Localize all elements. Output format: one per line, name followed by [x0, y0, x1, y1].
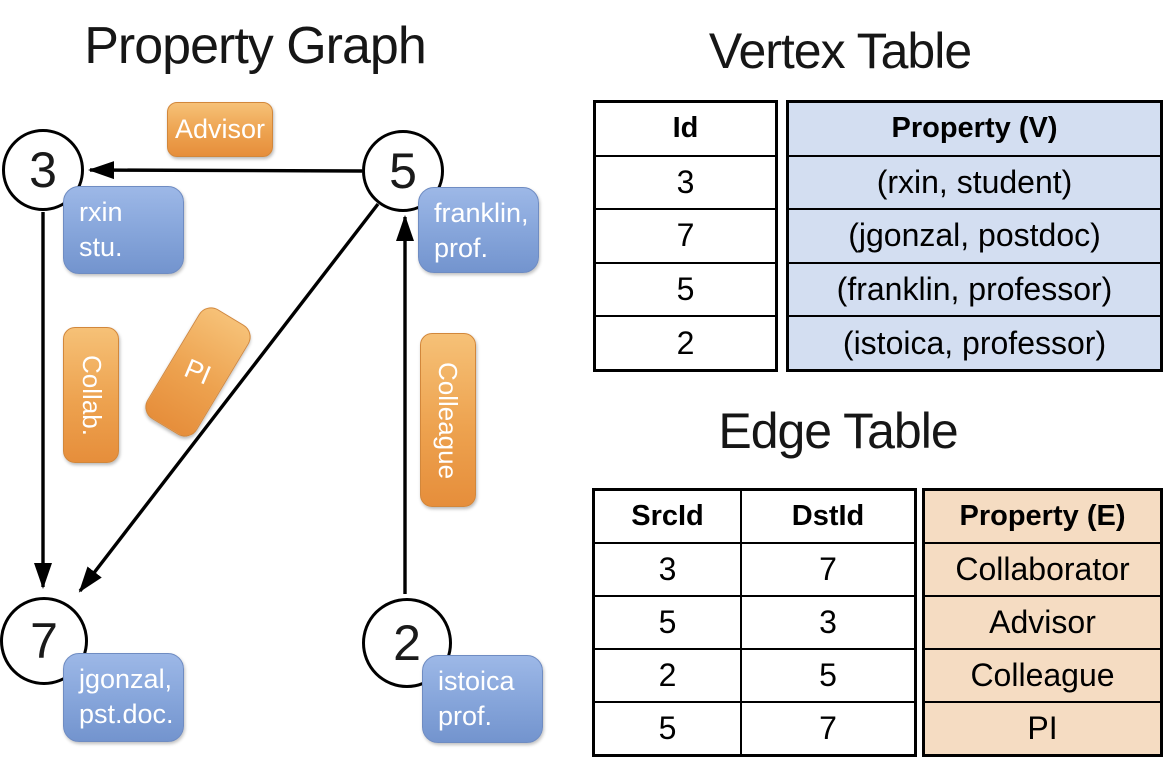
vertex-label-istoica: istoica prof. [422, 655, 543, 743]
edge-table-cell-dstid: 7 [740, 544, 914, 595]
vertex-table-cell-id: 5 [596, 261, 775, 316]
vertex-table-title: Vertex Table [708, 23, 972, 79]
edge-table-header-property: Property (E) [925, 491, 1160, 542]
node-id: 3 [29, 142, 57, 198]
vertex-table-property-column: Property (V) (rxin, student) (jgonzal, p… [786, 100, 1163, 372]
vertex-table-cell-id: 7 [596, 208, 775, 262]
node-id: 7 [30, 613, 58, 669]
vertex-label-jgonzal: jgonzal, pst.doc. [63, 653, 184, 742]
vertex-label-line: prof. [438, 701, 493, 731]
vertex-table-cell-property: (jgonzal, postdoc) [789, 208, 1160, 262]
vertex-table-cell-id: 2 [596, 315, 775, 369]
edge-table-row: 2 5 [595, 648, 914, 701]
vertex-table-cell-property: (rxin, student) [789, 154, 1160, 209]
graph-edges-layer [34, 161, 414, 594]
edge-table-cell-srcid: 5 [658, 710, 677, 746]
edge-table-row: 5 7 [595, 701, 914, 754]
edge-table-row: 3 7 [595, 542, 914, 595]
edge-table-title: Edge Table [718, 403, 958, 459]
edge-table-header-srcid: SrcId [631, 500, 704, 532]
vertex-label-line: pst.doc. [79, 699, 174, 729]
vertex-label-line: franklin, [434, 198, 529, 228]
edge-table-cell-srcid: 2 [658, 657, 677, 693]
graph-node-2: 2 [362, 598, 452, 688]
vertex-label-rxin: rxin stu. [63, 186, 184, 274]
vertex-label-line: istoica [438, 666, 515, 696]
node-id: 2 [393, 615, 421, 671]
vertex-label-franklin: franklin, prof. [418, 187, 539, 273]
edge-table-cell-property: Colleague [925, 648, 1160, 701]
edge-label-text: PI [180, 352, 216, 391]
edge-advisor-arrow [88, 161, 363, 180]
edge-table-cell-property: PI [925, 701, 1160, 754]
vertex-table-cell-id: 3 [596, 154, 775, 209]
edge-table-header-dstid: DstId [740, 491, 914, 542]
edge-pi-arrow [78, 202, 380, 593]
edge-label-text: Colleague [433, 361, 464, 479]
edge-table-cell-dstid: 3 [740, 597, 914, 648]
edge-table-cell-property: Collaborator [925, 542, 1160, 595]
edge-label-colleague: Colleague [420, 333, 476, 507]
vertex-table-cell-property: (franklin, professor) [789, 261, 1160, 316]
edge-table-cell-srcid: 5 [658, 604, 677, 640]
edge-table-header-row: SrcId DstId [595, 491, 914, 542]
vertex-table-id-column: Id 3 7 5 2 [593, 100, 778, 372]
edge-table-id-columns: SrcId DstId 3 7 5 3 2 5 5 7 [592, 488, 917, 757]
graph-node-5: 5 [362, 130, 444, 212]
edge-label-text: Advisor [174, 114, 266, 144]
edge-table-cell-dstid: 7 [740, 703, 914, 754]
node-id: 5 [389, 143, 417, 199]
edge-label-collab: Collab. [63, 327, 119, 463]
vertex-table-header-property: Property (V) [789, 103, 1160, 155]
edge-table-row: 5 3 [595, 595, 914, 648]
vertex-label-line: prof. [434, 233, 489, 263]
vertex-table-cell-property: (istoica, professor) [789, 315, 1160, 369]
vertex-table-header-id: Id [672, 112, 699, 145]
edge-table-property-column: Property (E) Collaborator Advisor Collea… [922, 488, 1163, 757]
edge-label-advisor: Advisor [167, 102, 273, 157]
edge-label-text: Collab. [76, 354, 107, 436]
vertex-label-line: stu. [79, 232, 123, 262]
property-graph-title: Property Graph [84, 17, 427, 75]
edge-table-cell-property: Advisor [925, 595, 1160, 648]
edge-table-cell-dstid: 5 [740, 650, 914, 701]
vertex-label-line: rxin [79, 197, 123, 227]
vertex-label-line: jgonzal, [79, 664, 173, 694]
edge-table-cell-srcid: 3 [658, 551, 677, 587]
